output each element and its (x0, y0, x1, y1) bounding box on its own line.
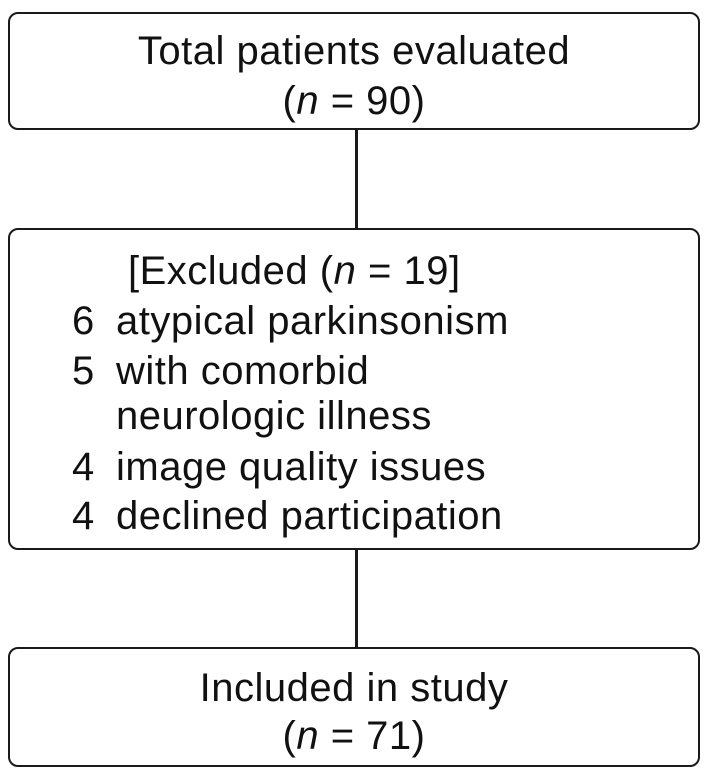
flow-connector-line (355, 130, 358, 228)
exclusion-text: image quality issues (116, 445, 487, 489)
included-n-prefix: ( (282, 714, 297, 758)
exclusion-reason: 4 declined participation (72, 493, 503, 539)
total-n-prefix: ( (282, 79, 297, 123)
included-count: (n = 71) (10, 713, 698, 759)
exclusion-reason: 5 with comorbid (72, 348, 369, 394)
included-box: Included in study (n = 71) (8, 647, 700, 767)
excluded-header-value: = 19] (356, 249, 461, 293)
total-patients-box: Total patients evaluated (n = 90) (8, 12, 700, 130)
total-n-value: = 90) (319, 79, 426, 123)
exclusion-text: atypical parkinsonism (116, 299, 509, 343)
exclusion-count: 4 (72, 445, 95, 489)
exclusion-count: 4 (72, 494, 95, 538)
included-n-value: = 71) (319, 714, 426, 758)
exclusion-text-continuation: neurologic illness (116, 394, 432, 438)
total-n-variable: n (296, 79, 320, 123)
exclusion-text: with comorbid (116, 349, 370, 393)
exclusion-text: declined participation (116, 494, 503, 538)
exclusion-count: 6 (72, 299, 95, 343)
included-label: Included in study (199, 666, 509, 710)
included-n-variable: n (296, 714, 320, 758)
excluded-header: [Excluded (n = 19] (128, 248, 461, 294)
excluded-n-variable: n (333, 249, 357, 293)
total-patients-label: Total patients evaluated (137, 29, 571, 73)
exclusion-count: 5 (72, 349, 95, 393)
excluded-box: [Excluded (n = 19] 6 atypical parkinsonis… (8, 228, 700, 550)
total-patients-count: (n = 90) (10, 78, 698, 124)
exclusion-reason: 6 atypical parkinsonism (72, 298, 509, 344)
excluded-header-prefix: [Excluded ( (128, 249, 334, 293)
flow-connector-line (355, 550, 358, 647)
exclusion-reason: 4 image quality issues (72, 444, 486, 490)
